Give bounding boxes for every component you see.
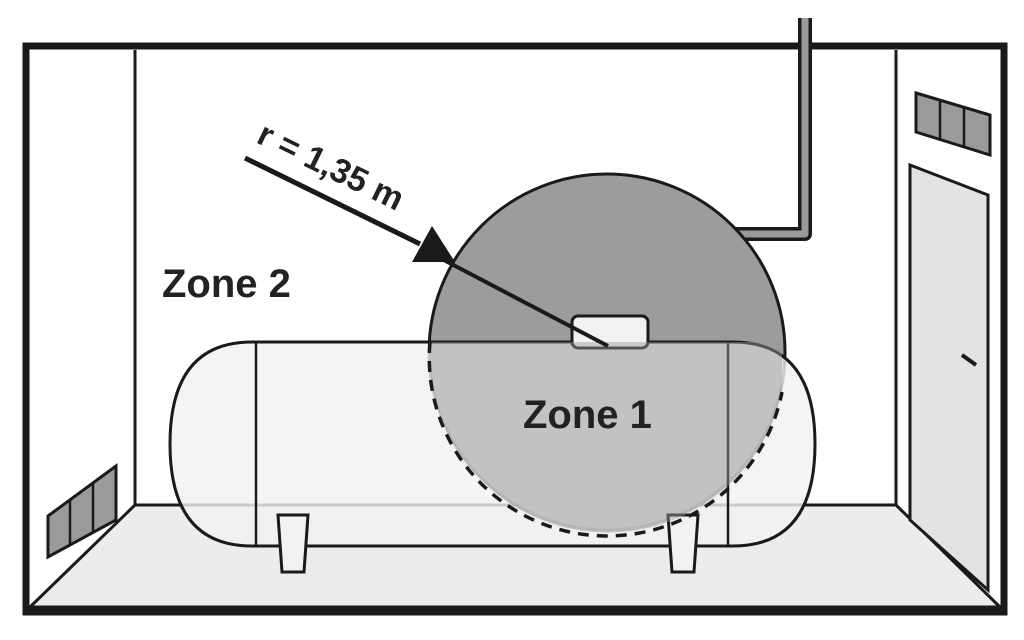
left-wall-vent	[46, 463, 118, 560]
zone1-label: Zone 1	[523, 393, 652, 437]
radius-arrow-shaft	[243, 155, 422, 247]
radius-line	[439, 256, 609, 348]
tank-leg-left	[276, 513, 310, 574]
zone2-label: Zone 2	[162, 262, 291, 306]
radius-arrowhead	[412, 226, 455, 262]
door	[908, 162, 990, 594]
right-wall-vent	[914, 90, 992, 158]
tank-dome	[570, 314, 650, 350]
door-handle	[960, 353, 978, 367]
tank-leg-right	[666, 513, 700, 574]
gas-tank	[168, 314, 817, 574]
zone1-dashed-outline	[427, 341, 784, 538]
zone1-lower-overlay	[429, 342, 782, 533]
